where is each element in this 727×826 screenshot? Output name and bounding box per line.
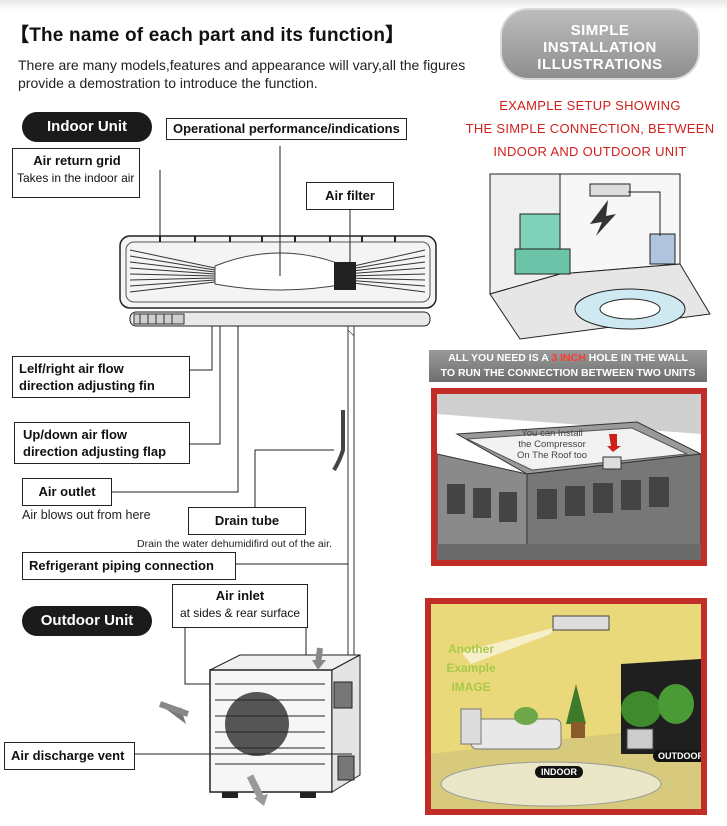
air-return-grid-callout: Air return grid Takes in the indoor air [12,148,140,198]
example-caption-line-3: INDOOR AND OUTDOOR UNIT [493,144,687,159]
outdoor-unit-illustration [158,647,361,806]
indoor-unit-illustration [119,235,437,327]
roof-example-image: You can Install the Compressor On The Ro… [437,394,701,560]
hole-info-pre: ALL YOU NEED IS A [448,352,552,364]
flap-line-1: Up/down air flow [23,427,127,442]
another-example-label: Another Example IMAGE [441,640,501,697]
indoor-unit-pill: Indoor Unit [22,112,152,142]
another-example-line-3: IMAGE [451,680,491,694]
flap-callout: Up/down air flow direction adjusting fla… [14,422,190,464]
air-inlet-desc: at sides & rear surface [179,606,301,620]
air-inlet-callout: Air inlet at sides & rear surface [172,584,308,628]
air-outlet-desc: Air blows out from here [22,508,151,522]
badge-line-2: INSTALLATION [543,39,657,56]
drain-tube-callout: Drain tube [188,507,306,535]
hole-info-band: ALL YOU NEED IS A 3 INCH HOLE IN THE WAL… [429,350,707,382]
fin-line-1: Lelf/right air flow [19,361,124,376]
intro-text: There are many models,features and appea… [18,57,466,91]
roof-example-panel: You can Install the Compressor On The Ro… [431,388,707,566]
air-outlet-callout: Air outlet [22,478,112,506]
drain-tube-desc: Drain the water dehumidifird out of the … [137,538,332,550]
air-return-grid-label: Air return grid [33,153,121,168]
roof-note-line-3: On The Roof too [517,450,588,461]
indoor-tag: INDOOR [535,766,583,778]
example-caption-line-2: THE SIMPLE CONNECTION, BETWEEN [465,121,715,136]
badge-line-3: ILLUSTRATIONS [537,56,663,73]
outdoor-tag: OUTDOOR [653,750,701,762]
air-filter-callout: Air filter [306,182,394,210]
page-title: 【The name of each part and its function】 [10,25,405,46]
air-discharge-callout: Air discharge vent [4,742,135,770]
outdoor-unit-pill: Outdoor Unit [22,606,152,636]
room-setup-illustration [489,173,711,340]
hole-info-line-2: TO RUN THE CONNECTION BETWEEN TWO UNITS [440,367,696,379]
another-example-image: Another Example IMAGE INDOOR OUTDOOR [431,604,701,809]
another-example-line-2: Example [446,661,496,675]
refrigerant-callout: Refrigerant piping connection [22,552,236,580]
fin-callout: Lelf/right air flow direction adjusting … [12,356,190,398]
example-caption-line-1: EXAMPLE SETUP SHOWING [499,98,681,113]
roof-note: You can Install the Compressor On The Ro… [517,428,587,461]
fin-line-2: direction adjusting fin [19,378,155,393]
installation-badge: SIMPLE INSTALLATION ILLUSTRATIONS [500,8,700,80]
flap-line-2: direction adjusting flap [23,444,167,459]
another-example-line-1: Another [448,642,494,656]
hole-info-size: 3 INCH [551,352,586,364]
operational-callout: Operational performance/indications [166,118,407,140]
air-return-grid-desc: Takes in the indoor air [17,171,135,185]
another-example-panel: Another Example IMAGE INDOOR OUTDOOR [425,598,707,815]
air-inlet-label: Air inlet [215,588,265,603]
badge-line-1: SIMPLE [570,22,630,39]
hole-info-post: HOLE IN THE WALL [585,352,688,364]
roof-note-line-2: the Compressor [518,439,586,450]
roof-note-line-1: You can Install [521,428,583,439]
header-band [0,0,727,10]
hole-info-line-1: ALL YOU NEED IS A 3 INCH HOLE IN THE WAL… [429,351,707,366]
